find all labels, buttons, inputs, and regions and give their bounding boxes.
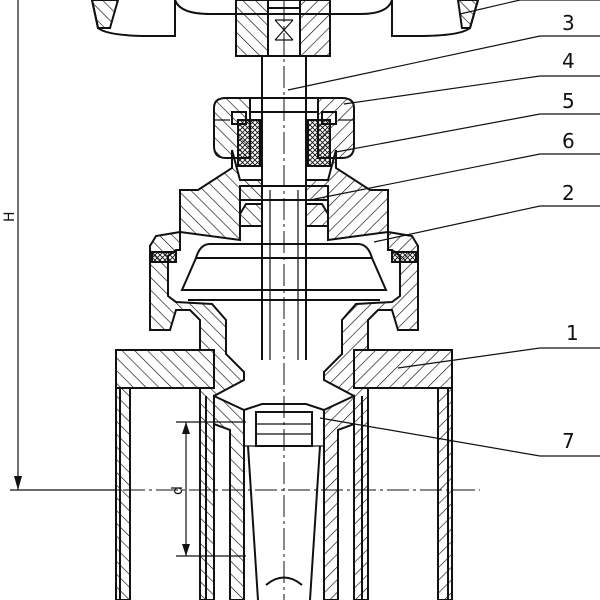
dimension-diameter [176,421,246,557]
center-lines [90,0,480,600]
callout-2: 2 [562,181,575,205]
dimension-d-label: d [170,486,186,495]
dimension-height [10,0,116,491]
callout-6: 6 [562,129,575,153]
callout-3: 3 [562,11,575,35]
handwheel [90,0,480,57]
dimension-h-label: H [2,211,18,222]
packing-part-5 [231,111,337,167]
callout-5: 5 [562,89,575,113]
leader-lines [287,0,600,457]
body-part-1 [115,230,453,600]
callout-1: 1 [566,321,579,345]
callout-7: 7 [562,429,575,453]
callout-4: 4 [562,49,575,73]
